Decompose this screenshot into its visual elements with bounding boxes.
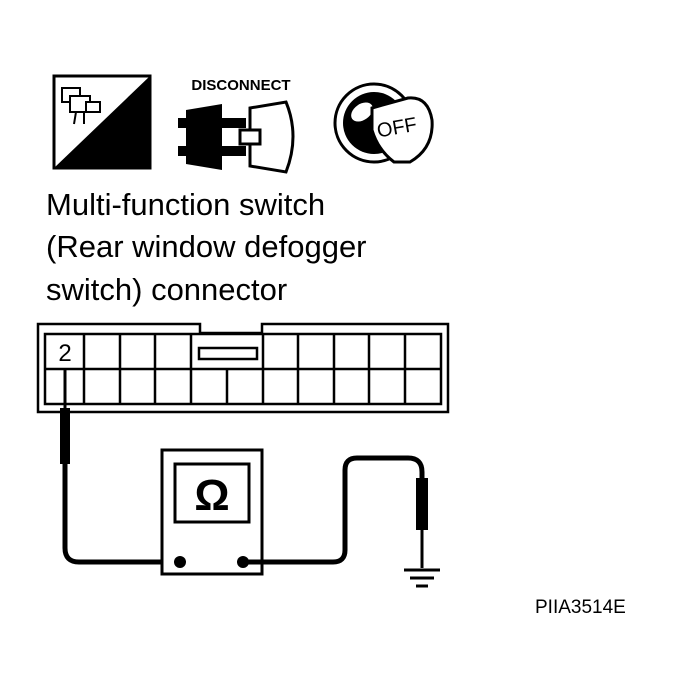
connector-heading: Multi-function switch (Rear window defog… — [46, 187, 367, 307]
heading-line-3: switch) connector — [46, 272, 287, 307]
figure-id: PIIA3514E — [535, 597, 626, 618]
test-probe-left — [60, 368, 177, 565]
test-probe-ground — [243, 455, 440, 588]
heading-line-1: Multi-function switch — [46, 187, 325, 222]
ohmmeter: Ω — [160, 448, 264, 576]
disconnect-icon: DISCONNECT — [178, 77, 295, 174]
pin-label: 2 — [58, 340, 71, 367]
connector-face: 2 — [36, 322, 450, 414]
ohm-symbol: Ω — [194, 471, 229, 520]
harness-side-icon: H.S. — [52, 74, 152, 170]
disconnect-label: DISCONNECT — [191, 77, 290, 94]
ground-icon — [404, 568, 440, 588]
connector-latch — [197, 346, 259, 361]
ignition-key-icon: OFF — [333, 82, 434, 164]
meter-terminal-left — [174, 556, 186, 568]
pin-grid — [45, 334, 441, 404]
heading-line-2: (Rear window defogger — [46, 229, 367, 264]
harness-side-label: H.S. — [98, 142, 141, 167]
